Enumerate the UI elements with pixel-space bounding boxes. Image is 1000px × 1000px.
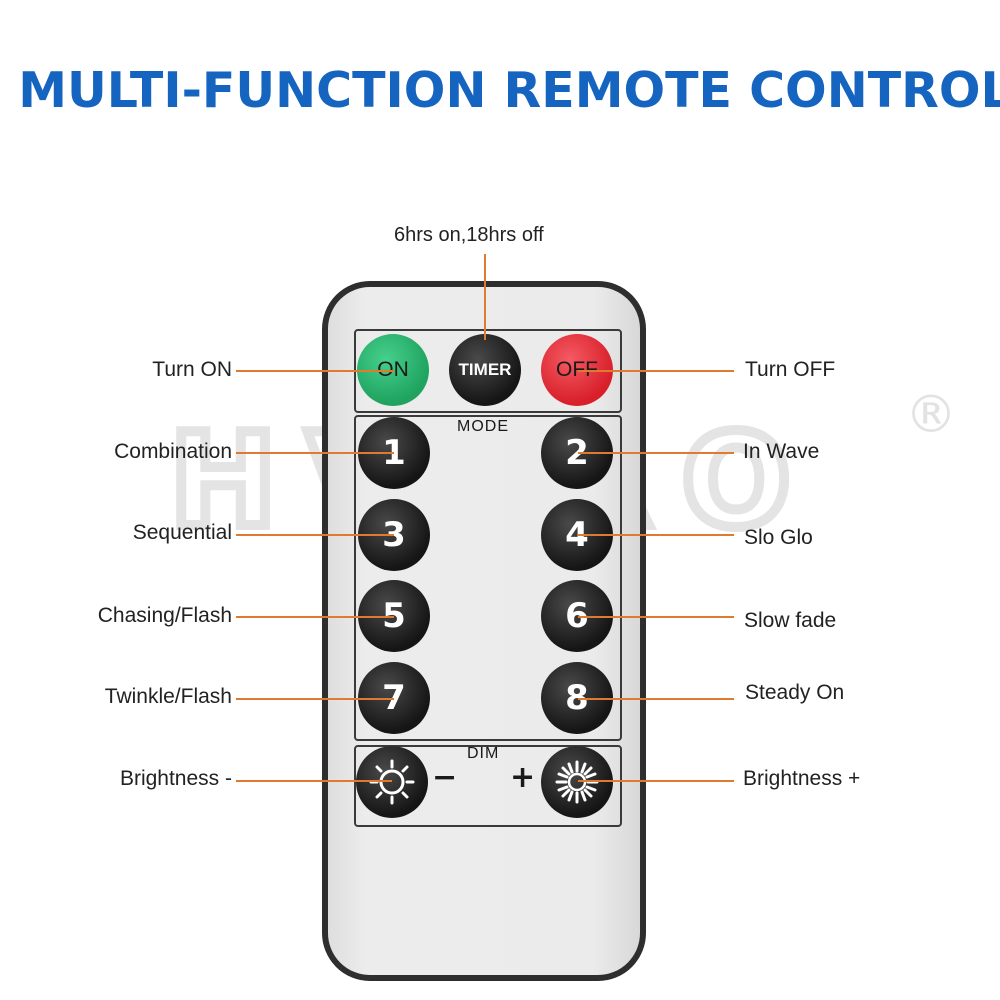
mode-panel bbox=[354, 415, 622, 741]
mode-button-8[interactable]: 8 bbox=[541, 662, 613, 734]
b8-callout: Steady On bbox=[745, 681, 845, 704]
page-title: MULTI-FUNCTION REMOTE CONTROL bbox=[18, 62, 1000, 119]
mode-button-2[interactable]: 2 bbox=[541, 417, 613, 489]
mode-button-4-label: 4 bbox=[565, 515, 589, 555]
registered-mark: ® bbox=[905, 385, 957, 445]
off-button-label: OFF bbox=[556, 358, 598, 381]
mode-label: MODE bbox=[457, 418, 509, 435]
on-button-label: ON bbox=[377, 358, 409, 381]
b7-callout-line bbox=[236, 698, 394, 700]
b6-callout-line bbox=[578, 616, 734, 618]
b8-callout-line bbox=[578, 698, 734, 700]
sun-icon bbox=[369, 759, 415, 805]
b3-callout-line bbox=[236, 534, 394, 536]
b2-callout: In Wave bbox=[743, 440, 820, 463]
timer-button[interactable]: TIMER bbox=[449, 334, 521, 406]
b6-callout: Slow fade bbox=[744, 609, 837, 632]
mode-button-6-label: 6 bbox=[565, 596, 589, 636]
b1-callout-line bbox=[236, 452, 394, 454]
b4-callout-line bbox=[578, 534, 734, 536]
off-callout-line bbox=[578, 370, 734, 372]
plus-sign: + bbox=[510, 760, 536, 795]
mode-button-2-label: 2 bbox=[565, 433, 589, 473]
dim-label: DIM bbox=[467, 745, 500, 762]
b5-callout-line bbox=[236, 616, 394, 618]
b4-callout: Slo Glo bbox=[744, 526, 813, 549]
b3-callout: Sequential bbox=[132, 521, 232, 544]
timer-callout: 6hrs on,18hrs off bbox=[394, 224, 544, 246]
b7-callout: Twinkle/Flash bbox=[104, 685, 232, 708]
brightness-up-button[interactable] bbox=[541, 746, 613, 818]
dim-plus-callout: Brightness + bbox=[743, 767, 861, 790]
minus-sign: − bbox=[432, 760, 458, 795]
b5-callout: Chasing/Flash bbox=[97, 604, 232, 627]
b1-callout: Combination bbox=[114, 440, 232, 463]
sun-icon bbox=[555, 760, 599, 804]
off-button[interactable]: OFF bbox=[541, 334, 613, 406]
dim-plus-callout-line bbox=[578, 780, 734, 782]
on-callout: Turn ON bbox=[152, 358, 232, 381]
b2-callout-line bbox=[578, 452, 734, 454]
on-callout-line bbox=[236, 370, 394, 372]
brightness-down-button[interactable] bbox=[356, 746, 428, 818]
dim-minus-callout-line bbox=[236, 780, 392, 782]
dim-minus-callout: Brightness - bbox=[119, 767, 232, 790]
mode-button-8-label: 8 bbox=[565, 678, 589, 718]
timer-callout-line bbox=[484, 254, 486, 340]
dim-panel bbox=[354, 745, 622, 827]
timer-button-label: TIMER bbox=[458, 360, 512, 379]
off-callout: Turn OFF bbox=[745, 358, 836, 381]
